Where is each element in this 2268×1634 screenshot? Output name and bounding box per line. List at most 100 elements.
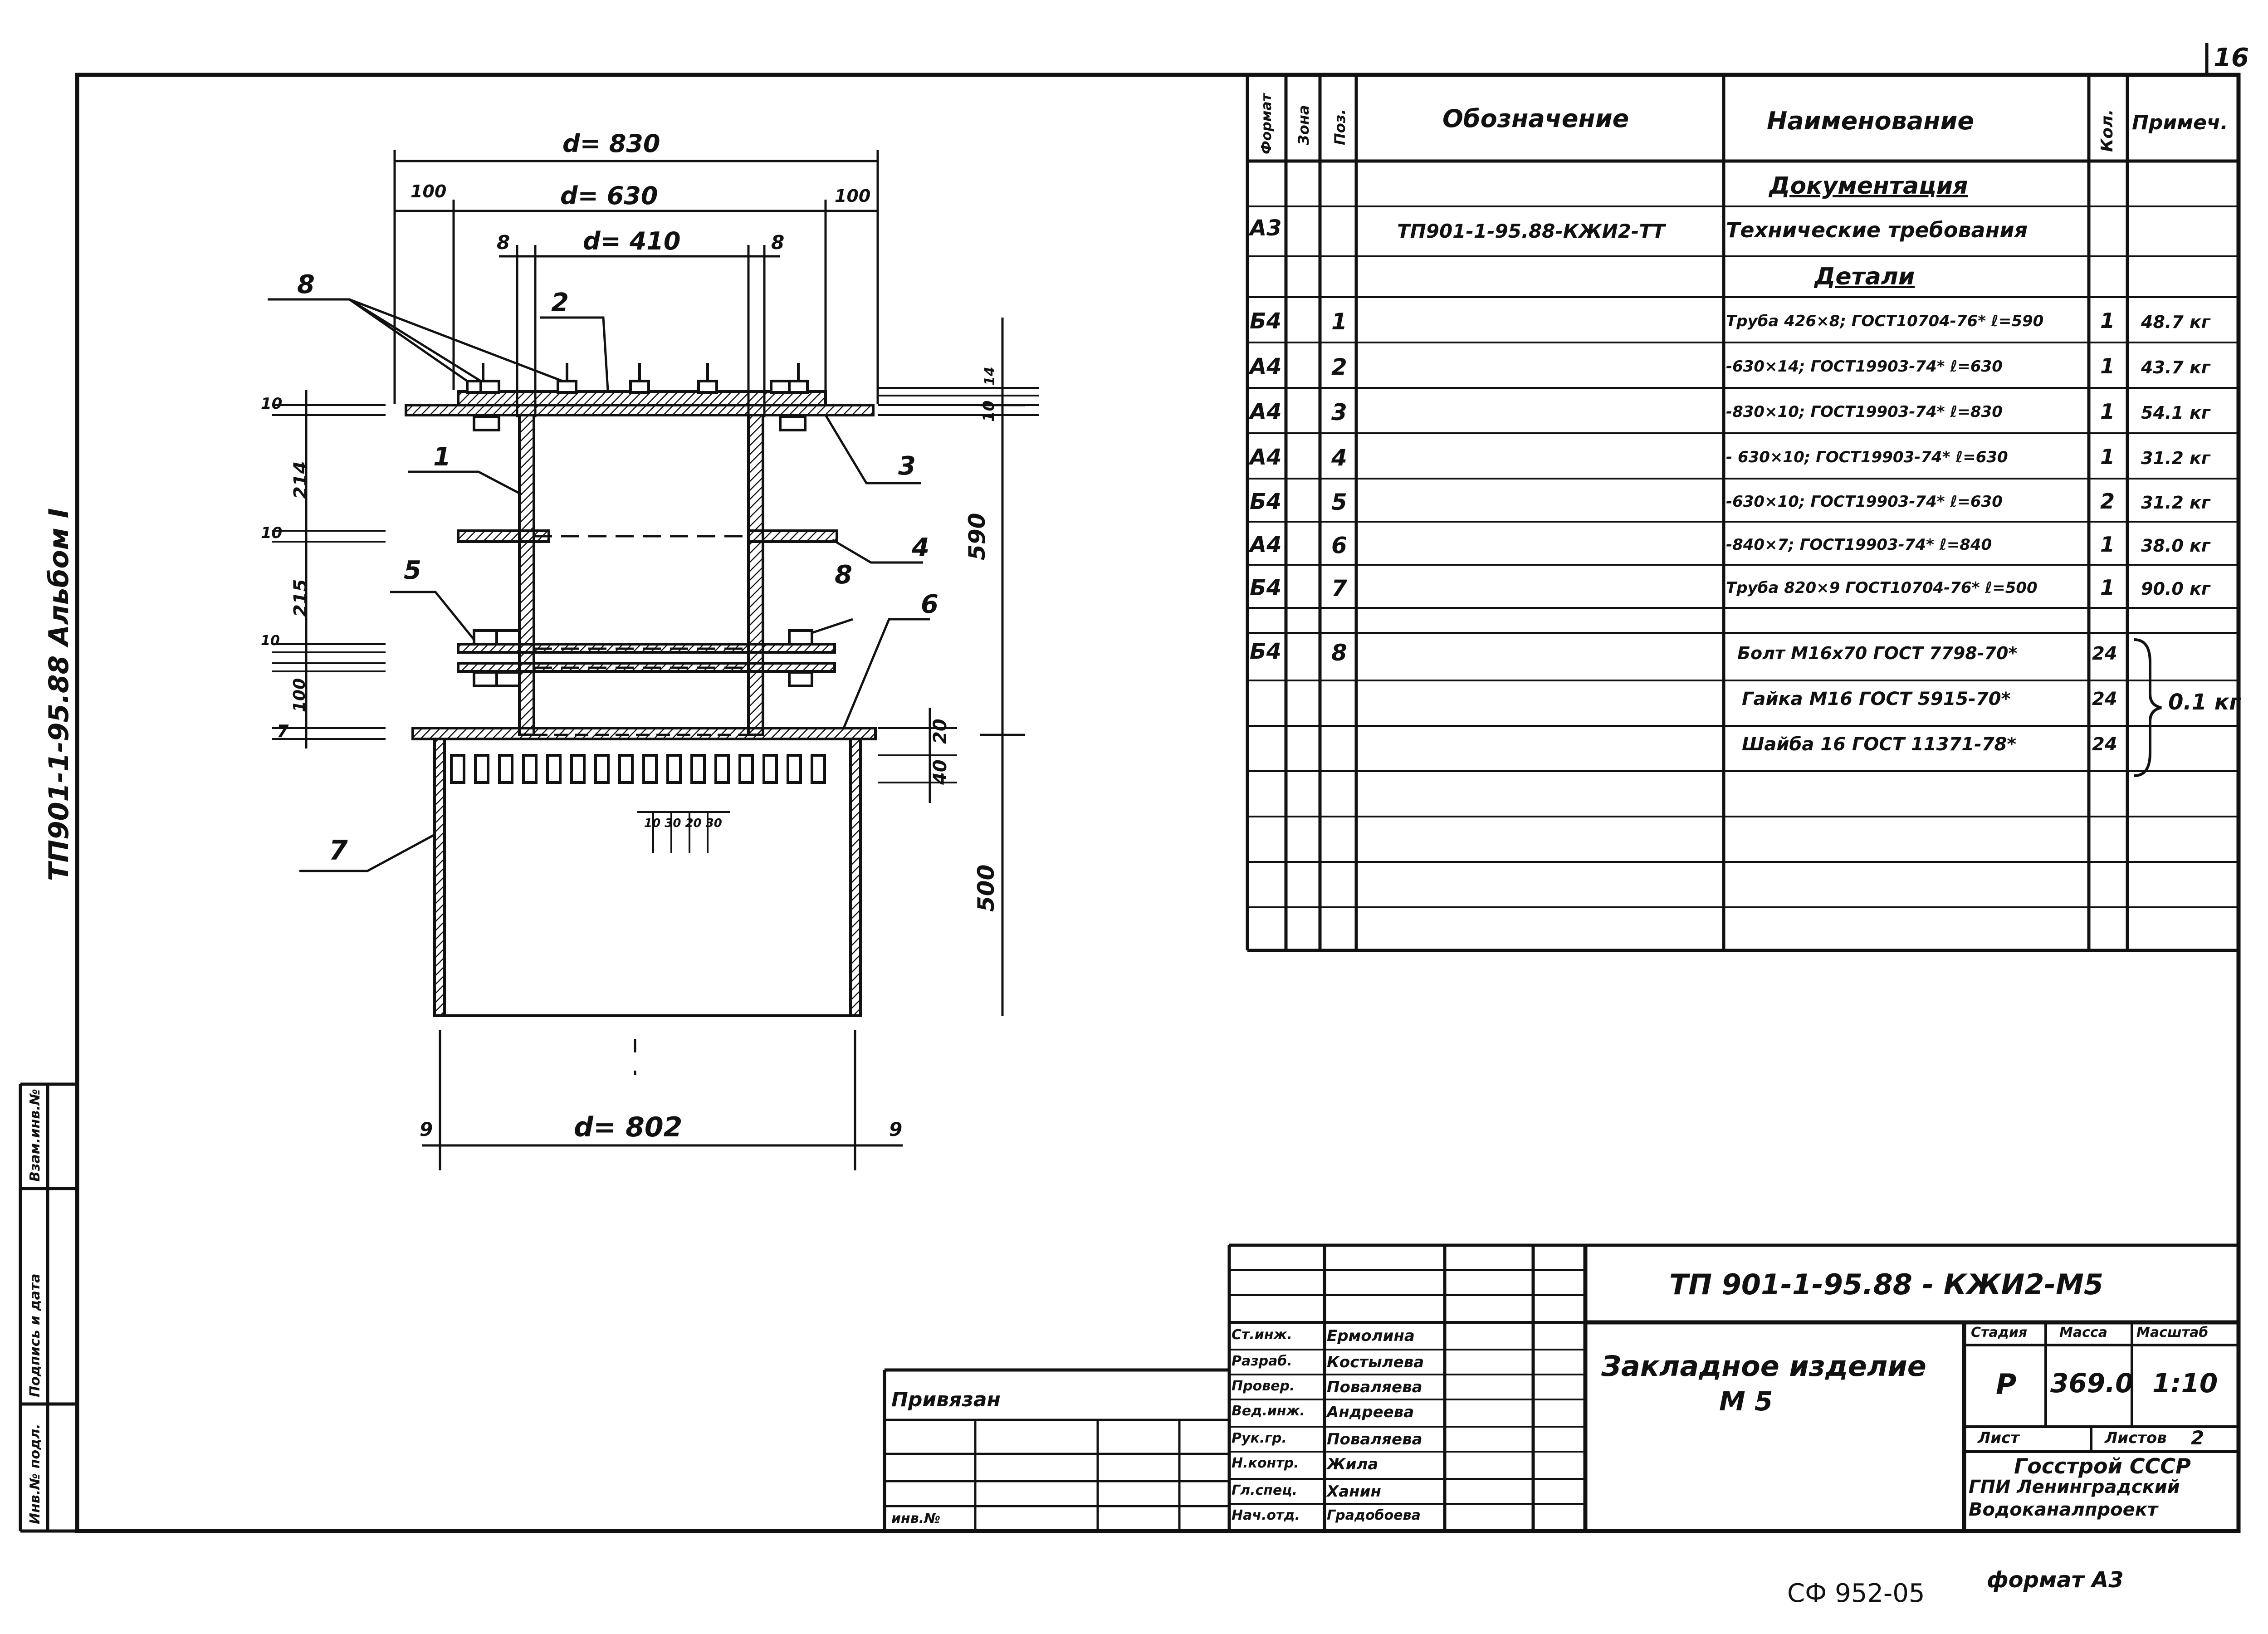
sig-name-1: Костылева: [1327, 1353, 1424, 1371]
dim-14: 14: [982, 367, 998, 386]
stage-value: Р: [1996, 1368, 2017, 1401]
row-4-format: А4: [1250, 354, 1282, 379]
row-7-name: -630×10; ГОСТ19903-74* ℓ=630: [1726, 493, 2003, 511]
bottom-code: СФ 952-05: [1787, 1579, 1925, 1608]
header-zone: Зона: [1295, 105, 1312, 145]
sheet-label: Лист: [1978, 1429, 2019, 1447]
row-8-qty: 1: [2100, 532, 2115, 557]
sig-role-6: Гл.спец.: [1232, 1482, 1297, 1498]
sig-role-4: Рук.гр.: [1232, 1430, 1287, 1446]
header-format: Формат: [1259, 93, 1275, 154]
row-10-pos: 8: [1331, 640, 1347, 666]
row-3-format: Б4: [1250, 308, 1281, 334]
row-9-qty: 1: [2100, 575, 2115, 600]
row-6-format: А4: [1250, 445, 1282, 470]
sig-role-7: Нач.отд.: [1232, 1507, 1300, 1523]
row-9-name: Труба 820×9 ГОСТ10704-76* ℓ=500: [1726, 579, 2038, 597]
dim-8-left: 8: [497, 231, 510, 254]
strip-label-vzam: Взам.инв.№: [27, 1089, 43, 1182]
strip-label-sign: Подпись и дата: [27, 1273, 43, 1397]
row-5-pos: 3: [1331, 399, 1347, 426]
dim-d802: d= 802: [574, 1111, 683, 1143]
dim-d630: d= 630: [560, 181, 658, 210]
callout-7: 7: [329, 835, 348, 866]
sig-role-5: Н.контр.: [1232, 1455, 1299, 1471]
dim-d410: d= 410: [583, 227, 681, 255]
row-12-qty: 24: [2092, 734, 2117, 755]
row-7-pos: 5: [1331, 489, 1347, 515]
sig-name-3: Андреева: [1327, 1403, 1414, 1421]
callout-6: 6: [921, 590, 938, 619]
row-4-note: 43.7 кг: [2141, 357, 2210, 377]
dim-20: 20: [930, 719, 951, 744]
row-9-pos: 7: [1331, 575, 1347, 602]
callout-3: 3: [898, 451, 916, 481]
callout-5: 5: [404, 556, 421, 585]
row-10-qty: 24: [2092, 643, 2117, 664]
dim-7: 7: [277, 721, 289, 741]
header-pos: Поз.: [1331, 109, 1349, 145]
row-8-format: А4: [1250, 532, 1282, 558]
org-line3: Водоканалпроект: [1969, 1499, 2158, 1520]
title-line2: М 5: [1719, 1386, 1773, 1417]
scale-value: 1:10: [2152, 1368, 2218, 1399]
dim-9-right: 9: [889, 1118, 903, 1140]
row-8-note: 38.0 кг: [2141, 536, 2210, 556]
row-7-note: 31.2 кг: [2141, 493, 2210, 513]
row-3-name: Труба 426×8; ГОСТ10704-76* ℓ=590: [1726, 312, 2044, 330]
callout-2: 2: [551, 288, 569, 318]
dim-10b: 10: [261, 524, 283, 542]
sheet-number: 16: [2214, 43, 2249, 73]
row-1-format: А3: [1250, 215, 1282, 241]
doc-code: ТП 901-1-95.88 - КЖИ2-М5: [1669, 1268, 2103, 1301]
sheets-label: Листов: [2105, 1429, 2167, 1447]
sheet-frame: [75, 73, 2241, 1533]
row-8-name: -840×7; ГОСТ19903-74* ℓ=840: [1726, 536, 1992, 554]
dim-215: 215: [290, 579, 311, 617]
callout-4: 4: [912, 533, 929, 563]
sig-name-4: Поваляева: [1327, 1430, 1422, 1448]
sig-name-7: Градобоева: [1327, 1507, 1421, 1523]
row-5-note: 54.1 кг: [2141, 403, 2210, 423]
dim-d830: d= 830: [562, 129, 660, 158]
dim-214: 214: [290, 461, 311, 499]
row-10-name: Болт М16х70 ГОСТ 7798-70*: [1737, 643, 2018, 663]
dim-100v: 100: [290, 678, 309, 712]
row-11-name: Гайка М16 ГОСТ 5915-70*: [1742, 689, 2011, 709]
row-4-name: -630×14; ГОСТ19903-74* ℓ=630: [1726, 357, 2003, 376]
dim-590: 590: [964, 513, 990, 560]
row-10-format: Б4: [1250, 639, 1281, 664]
org-line1: Госстрой СССР: [2014, 1454, 2191, 1478]
dim-10-right: 10: [980, 400, 998, 422]
row-6-qty: 1: [2100, 445, 2115, 469]
row-1-designation: ТП901-1-95.88-КЖИ2-ТТ: [1397, 220, 1665, 242]
mass-value: 369.0: [2050, 1368, 2134, 1399]
org-line2: ГПИ Ленинградский: [1969, 1477, 2180, 1497]
sig-role-1: Разраб.: [1232, 1353, 1292, 1369]
row-4-qty: 1: [2100, 354, 2115, 378]
row-3-pos: 1: [1331, 308, 1347, 335]
scale-label: Масштаб: [2136, 1325, 2209, 1340]
dim-10c: 10: [261, 633, 280, 649]
row-9-note: 90.0 кг: [2141, 579, 2210, 599]
sig-role-0: Ст.инж.: [1232, 1327, 1292, 1343]
row-11-qty: 24: [2092, 689, 2117, 709]
title-line1: Закладное изделие: [1601, 1350, 1926, 1383]
row-6-note: 31.2 кг: [2141, 448, 2210, 468]
row-0-name: Документация: [1769, 172, 1968, 200]
dim-100-right: 100: [835, 186, 871, 206]
row-8-pos: 6: [1331, 532, 1347, 558]
sig-name-6: Ханин: [1327, 1482, 1381, 1501]
row-6-pos: 4: [1331, 445, 1347, 471]
row-5-qty: 1: [2100, 399, 2115, 424]
dim-slots: 10 30 20 30: [644, 817, 722, 830]
dim-40: 40: [930, 759, 951, 785]
format-label: формат А3: [1987, 1567, 2124, 1593]
mass-label: Масса: [2059, 1325, 2107, 1340]
callout-8-right: 8: [835, 560, 852, 590]
row-7-format: Б4: [1250, 489, 1281, 514]
sig-role-3: Вед.инж.: [1232, 1403, 1305, 1419]
sig-name-2: Поваляева: [1327, 1378, 1422, 1396]
row-1-name: Технические требования: [1726, 218, 2028, 242]
